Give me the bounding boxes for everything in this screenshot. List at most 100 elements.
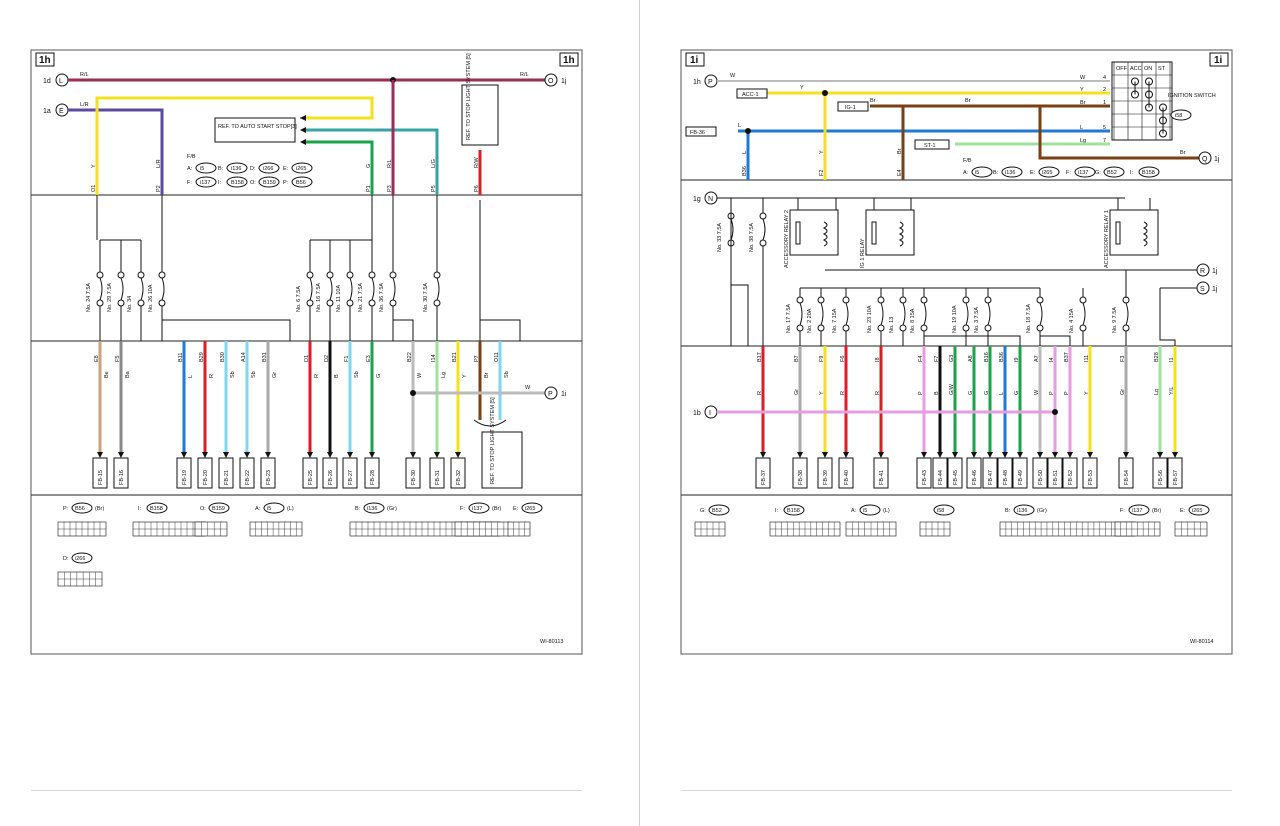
lower-wire-color: G/W [949,383,955,395]
fuse-label: No. 16 7.5A [316,283,322,312]
fb-terminal-box [1047,457,1063,489]
lower-wire-color: P [1064,391,1070,395]
connector-oval [933,504,955,516]
lower-wire-color: Gr [1120,389,1126,395]
fb-conn-id: i137 [200,180,210,186]
connector-key: D: [63,556,69,562]
ref-auto-start-box [214,117,296,143]
arrow-icon [1087,452,1093,458]
relay-coil-icon [822,221,828,247]
upper-pin-id: F2 [819,170,825,176]
fb-title: F/B [187,154,196,160]
fb-terminal-box [176,457,192,489]
fuse-label: No. 7 15A [832,308,838,333]
fuse-bottom [899,324,907,332]
fuse-top [137,271,145,279]
fb-conn-oval [291,162,313,174]
switch-wire-color: Lg [1080,138,1086,144]
connector-id: B56 [75,506,85,512]
fb-terminal-box [947,457,963,489]
arrow-icon [1002,452,1008,458]
fuse-label: No. 36 7.5A [379,283,385,312]
fuse-label: No. 26 10A [148,284,154,312]
fuse-bus [924,335,1021,346]
fuse-element [329,277,333,301]
fb-terminal-box [239,457,255,489]
fuse-top [899,296,907,304]
arrow-icon [223,452,229,458]
connector-key: G: [700,508,706,514]
lower-pin-id: I9 [1014,357,1020,362]
fuse-top [1036,296,1044,304]
fb-conn-oval [195,176,217,188]
fb-terminal-box [817,457,833,489]
fb-conn-id: B158 [1142,170,1155,176]
fb-conn-id: B158 [231,180,244,186]
switch-pin-no: 1 [1103,100,1106,106]
ref-arrows [300,115,306,145]
connector-key: E: [1180,508,1186,514]
left-diagram-id: WI-80113 [540,639,563,645]
connector-1a-label: 1a [43,108,51,115]
fb-terminal-box [916,457,932,489]
fb-conn-oval [291,176,313,188]
connector-oval [1128,504,1150,516]
lower-pin-id: F7 [934,356,940,362]
connector-oval [783,504,805,516]
fb-conn-oval [971,166,993,178]
arrow-icon [181,452,187,458]
fb-key: B: [993,170,999,176]
fb-terminal-box [1118,457,1134,489]
lower-wire-color: B [934,391,940,395]
wire-LR-label: L/R [80,102,89,108]
connector-oval [708,504,730,516]
fuse-element [371,277,375,301]
fb-36-box [685,126,717,137]
fb-terminal-label: FB-23 [266,470,272,485]
fuse-label: No. 6 7.5A [296,286,302,312]
switch-pin-no: 7 [1103,138,1106,144]
lower-pin-id: B22 [407,352,413,362]
fuse-element [730,218,734,241]
fb-conn-id: i137 [1078,170,1088,176]
upper-wire-color: Y [819,150,825,154]
right-page-footer-rule [681,790,1232,791]
connector-1j-label: 1j [561,78,567,85]
arrow-icon [327,452,333,458]
fb-terminal-label: FB-43 [922,470,928,485]
fb-terminal-label: FB-27 [348,470,354,485]
fuse-top [326,271,334,279]
connector-N-letter: N [708,196,713,203]
fb-conn-id: i265 [296,166,306,172]
lower-pin-id: I8 [875,357,881,362]
lower-wire-color: Y [1084,391,1090,395]
fb-terminal-label: FB-57 [1173,470,1179,485]
switch-col-label: ACC [1130,66,1142,72]
upper-wire-color: R/L [387,159,393,168]
upper-wire-color: G [366,164,372,168]
connector-oval [363,502,385,514]
fb-terminal-label: FB-16 [119,470,125,485]
lower-pin-id: B11 [178,353,184,362]
lower-pin-id: A8 [968,355,974,362]
upper-wire-color: Br [897,148,903,154]
fb-terminal-label: FB-25 [308,470,314,485]
lower-pin-id: O11 [494,352,500,362]
fb-terminal-box [838,457,854,489]
relay-label: ACCESSORY RELAY 1 [1104,210,1110,268]
connector-1j-label: 1j [1214,156,1220,163]
arrow-icon [1037,452,1043,458]
fuse-element [820,302,824,326]
connector-id: B159 [212,506,225,512]
fuse-bottom [1122,324,1130,332]
fuse-element [1125,302,1129,326]
relay-contact-icon [795,221,801,245]
connector-id: i136 [367,506,377,512]
arrow-icon [307,452,313,458]
fuse-bottom [962,324,970,332]
fb-terminal-box [792,457,808,489]
arrow-icon [1067,452,1073,458]
